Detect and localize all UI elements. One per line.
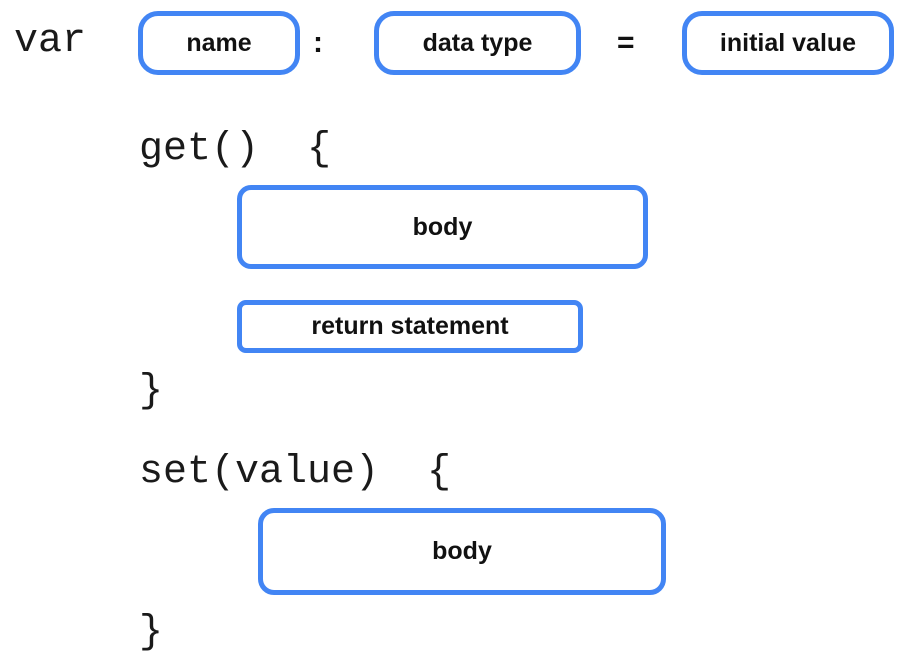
slot-return-statement-label: return statement [311,312,509,340]
slot-setter-body[interactable]: body [258,508,666,595]
slot-data-type-label: data type [422,28,533,57]
getter-header: get() { [139,127,332,172]
slot-data-type[interactable]: data type [374,11,581,75]
slot-return-statement[interactable]: return statement [237,300,583,353]
setter-header: set(value) { [139,450,452,495]
keyword-var: var [14,19,87,64]
slot-name-label: name [186,28,252,57]
setter-close-brace: } [139,610,164,655]
slot-getter-body[interactable]: body [237,185,648,269]
slot-getter-body-label: body [412,212,473,241]
getter-close-brace: } [139,369,164,414]
slot-name[interactable]: name [138,11,300,75]
equals-sign: = [617,26,635,59]
slot-initial-value[interactable]: initial value [682,11,894,75]
slot-initial-value-label: initial value [719,28,857,57]
colon-separator: : [313,26,323,59]
slot-setter-body-label: body [432,537,492,565]
